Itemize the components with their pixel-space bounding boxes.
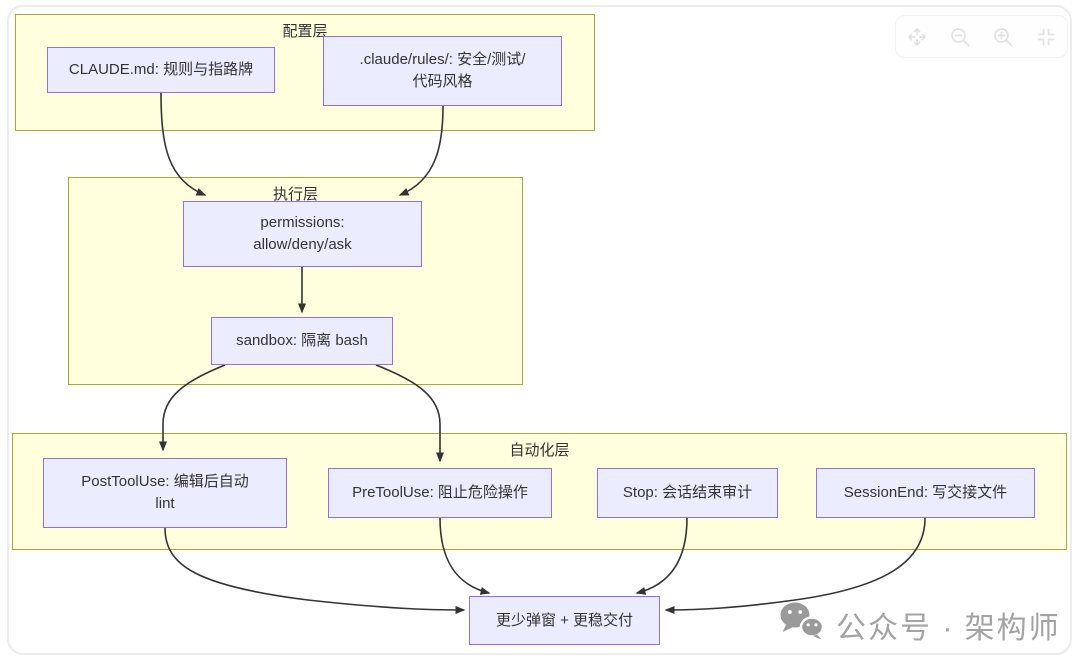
node-sessionend-label: SessionEnd: 写交接文件 bbox=[843, 484, 1008, 501]
node-posttooluse: PostToolUse: 编辑后自动 lint bbox=[43, 458, 287, 528]
node-claude-rules-label-line1: .claude/rules/: 安全/测试/ bbox=[359, 51, 526, 68]
node-permissions-label-line1: permissions: bbox=[260, 214, 345, 231]
node-posttooluse-label-line1: PostToolUse: 编辑后自动 bbox=[81, 473, 249, 490]
watermark-text: 公众号 · 架构师 bbox=[836, 611, 1061, 645]
zoom-out-icon[interactable] bbox=[947, 24, 973, 50]
node-claude-md: CLAUDE.md: 规则与指路牌 bbox=[47, 47, 275, 93]
node-permissions-label-line2: allow/deny/ask bbox=[253, 236, 352, 253]
node-pretooluse-label: PreToolUse: 阻止危险操作 bbox=[352, 484, 528, 501]
wechat-icon bbox=[778, 600, 826, 649]
node-posttooluse-label-line2: lint bbox=[155, 495, 175, 512]
node-permissions: permissions: allow/deny/ask bbox=[183, 201, 422, 267]
zoom-in-icon[interactable] bbox=[990, 24, 1016, 50]
fit-view-icon[interactable] bbox=[1033, 24, 1059, 50]
node-stop-label: Stop: 会话结束审计 bbox=[622, 484, 753, 501]
node-result: 更少弹窗 + 更稳交付 bbox=[469, 596, 660, 645]
layer-auto-label: 自动化层 bbox=[509, 442, 570, 459]
layer-exec-label: 执行层 bbox=[272, 186, 318, 203]
node-claude-rules-label-line2: 代码风格 bbox=[412, 73, 473, 90]
node-sandbox-label: sandbox: 隔离 bash bbox=[236, 332, 368, 349]
watermark: 公众号 · 架构师 bbox=[778, 600, 1061, 649]
node-pretooluse: PreToolUse: 阻止危险操作 bbox=[328, 468, 552, 518]
node-result-label: 更少弹窗 + 更稳交付 bbox=[495, 611, 634, 629]
pan-zoom-toolbar bbox=[895, 15, 1068, 58]
pan-icon[interactable] bbox=[904, 24, 930, 50]
node-claude-rules: .claude/rules/: 安全/测试/ 代码风格 bbox=[323, 36, 562, 106]
node-sessionend: SessionEnd: 写交接文件 bbox=[816, 468, 1035, 518]
node-stop: Stop: 会话结束审计 bbox=[597, 468, 778, 518]
node-sandbox: sandbox: 隔离 bash bbox=[211, 317, 393, 365]
layer-config-label: 配置层 bbox=[282, 23, 328, 40]
node-claude-md-label: CLAUDE.md: 规则与指路牌 bbox=[68, 61, 254, 78]
